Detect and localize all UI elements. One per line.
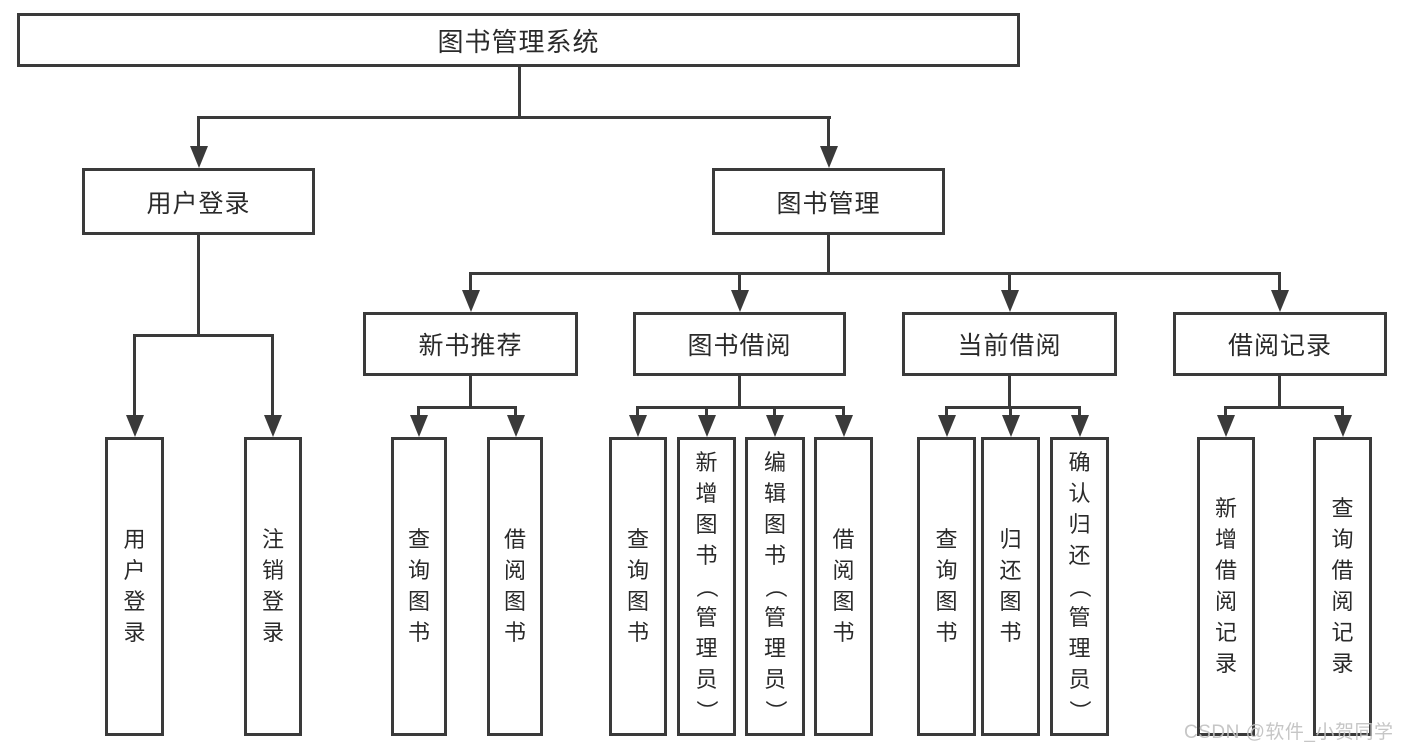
arrow-down-icon [835, 415, 853, 437]
connector-line [1224, 406, 1344, 409]
node-borrow-records: 借阅记录 [1173, 312, 1387, 376]
connector-line [1078, 406, 1081, 417]
connector-line [197, 235, 200, 335]
connector-line [271, 334, 274, 417]
connector-line [827, 116, 830, 148]
leaf-add-books-admin: 新增图书（管理员） [677, 437, 736, 736]
arrow-down-icon [820, 146, 838, 168]
arrow-down-icon [1217, 415, 1235, 437]
arrow-down-icon [462, 290, 480, 312]
leaf-add-borrow-record: 新增借阅记录 [1197, 437, 1255, 736]
connector-line [518, 67, 521, 117]
connector-line [636, 406, 845, 409]
leaf-query-books-current: 查询图书 [917, 437, 976, 736]
arrow-down-icon [731, 290, 749, 312]
connector-line [705, 406, 708, 417]
connector-line [417, 406, 517, 409]
connector-line [842, 406, 845, 417]
leaf-borrow-books: 借阅图书 [814, 437, 873, 736]
leaf-user-login: 用户登录 [105, 437, 164, 736]
connector-line [469, 376, 472, 408]
node-new-book-recommend: 新书推荐 [363, 312, 578, 376]
connector-line [773, 406, 776, 417]
leaf-borrow-books-recommend: 借阅图书 [487, 437, 543, 736]
watermark: CSDN @软件_小贺同学 [1184, 722, 1394, 743]
connector-line [738, 376, 741, 408]
connector-line [1278, 272, 1281, 292]
node-current-borrow: 当前借阅 [902, 312, 1117, 376]
leaf-return-books: 归还图书 [981, 437, 1040, 736]
leaf-edit-books-admin: 编辑图书（管理员） [745, 437, 805, 736]
connector-line [417, 406, 420, 417]
arrow-down-icon [264, 415, 282, 437]
arrow-down-icon [1002, 415, 1020, 437]
arrow-down-icon [1001, 290, 1019, 312]
node-root: 图书管理系统 [17, 13, 1020, 67]
arrow-down-icon [126, 415, 144, 437]
node-book-management: 图书管理 [712, 168, 945, 235]
leaf-query-books-borrow: 查询图书 [609, 437, 667, 736]
connector-line [945, 406, 1081, 409]
connector-line [945, 406, 948, 417]
arrow-down-icon [1071, 415, 1089, 437]
arrow-down-icon [1271, 290, 1289, 312]
leaf-confirm-return-admin: 确认归还（管理员） [1050, 437, 1109, 736]
connector-line [1341, 406, 1344, 417]
connector-line [197, 116, 200, 148]
arrow-down-icon [938, 415, 956, 437]
connector-line [469, 272, 1281, 275]
connector-line [133, 334, 274, 337]
connector-line [636, 406, 639, 417]
arrow-down-icon [629, 415, 647, 437]
connector-line [1008, 272, 1011, 292]
leaf-logout: 注销登录 [244, 437, 302, 736]
arrow-down-icon [1334, 415, 1352, 437]
connector-line [1009, 406, 1012, 417]
connector-line [197, 116, 831, 119]
connector-line [469, 272, 472, 292]
arrow-down-icon [698, 415, 716, 437]
leaf-query-books-recommend: 查询图书 [391, 437, 447, 736]
connector-line [514, 406, 517, 417]
arrow-down-icon [410, 415, 428, 437]
connector-line [827, 235, 830, 272]
connector-line [1008, 376, 1011, 408]
connector-line [1278, 376, 1281, 408]
leaf-query-borrow-record: 查询借阅记录 [1313, 437, 1372, 736]
connector-line [133, 334, 136, 417]
node-book-borrow: 图书借阅 [633, 312, 846, 376]
connector-line [1224, 406, 1227, 417]
arrow-down-icon [507, 415, 525, 437]
arrow-down-icon [766, 415, 784, 437]
arrow-down-icon [190, 146, 208, 168]
connector-line [738, 272, 741, 292]
node-user-login: 用户登录 [82, 168, 315, 235]
